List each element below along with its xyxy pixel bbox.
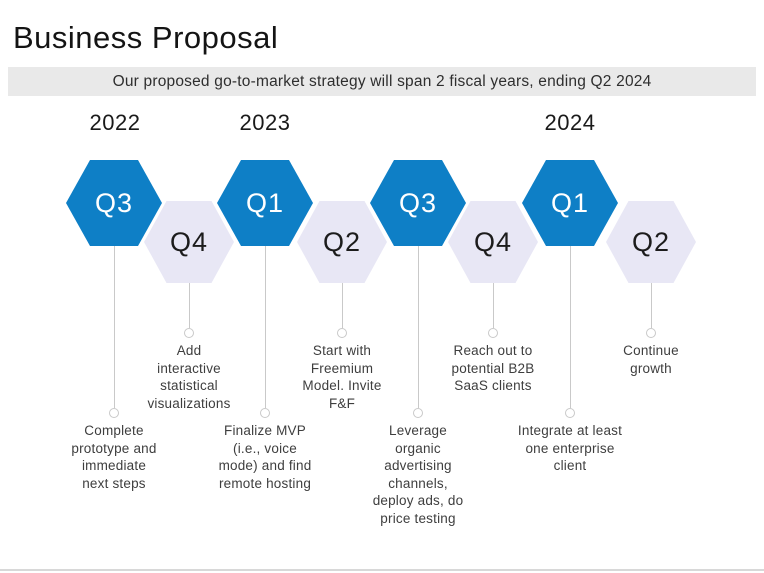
slide-title: Business Proposal [13, 20, 279, 55]
year-label-2023: 2023 [239, 110, 291, 135]
connector-dot-icon [413, 408, 423, 418]
connector-line [493, 283, 494, 328]
milestone-description: Leverage organic advertising channels, d… [372, 423, 464, 526]
connector-line [651, 283, 652, 328]
connector-dot-icon [337, 328, 347, 338]
milestone-description: Integrate at least one enterprise client [517, 423, 623, 473]
milestone-hexagon-q1-2023: Q1 [217, 160, 313, 246]
connector-dot-icon [109, 408, 119, 418]
quarter-label: Q1 [245, 187, 285, 218]
milestone-description: Add interactive statistical visualizatio… [147, 343, 231, 411]
quarter-label: Q3 [94, 187, 134, 218]
milestone-hexagon-q1-2024: Q1 [522, 160, 618, 246]
milestone-description: Continue growth [623, 343, 679, 376]
milestone-hexagon-q4-2022: Q4 [144, 201, 234, 283]
connector-dot-icon [646, 328, 656, 338]
quarter-label: Q2 [631, 226, 671, 257]
milestone-description: Start with Freemium Model. Invite F&F [302, 343, 382, 411]
quarter-label: Q4 [473, 226, 513, 257]
connector-dot-icon [260, 408, 270, 418]
milestone-hexagon-q2-2024: Q2 [606, 201, 696, 283]
milestone-description: Reach out to potential B2B SaaS clients [451, 343, 535, 393]
connector-line [418, 246, 419, 408]
connector-dot-icon [488, 328, 498, 338]
connector-dot-icon [184, 328, 194, 338]
milestone-description: Finalize MVP (i.e., voice mode) and find… [218, 423, 312, 491]
connector-line [570, 246, 571, 408]
connector-line [342, 283, 343, 328]
connector-dot-icon [565, 408, 575, 418]
connector-line [189, 283, 190, 328]
slide-bottom-border [0, 569, 764, 571]
quarter-label: Q3 [398, 187, 438, 218]
quarter-label: Q1 [550, 187, 590, 218]
connector-line [265, 246, 266, 408]
quarter-label: Q2 [322, 226, 362, 257]
milestone-description: Complete prototype and immediate next st… [71, 423, 157, 491]
year-label-2024: 2024 [544, 110, 596, 135]
milestone-hexagon-q4-2023: Q4 [448, 201, 538, 283]
milestone-hexagon-q3-2022: Q3 [66, 160, 162, 246]
year-label-2022: 2022 [89, 110, 141, 135]
subtitle-banner: Our proposed go-to-market strategy will … [8, 67, 756, 96]
subtitle-text: Our proposed go-to-market strategy will … [112, 72, 652, 90]
milestone-hexagon-q3-2023: Q3 [370, 160, 466, 246]
connector-line [114, 246, 115, 408]
quarter-label: Q4 [169, 226, 209, 257]
milestone-hexagon-q2-2023: Q2 [297, 201, 387, 283]
